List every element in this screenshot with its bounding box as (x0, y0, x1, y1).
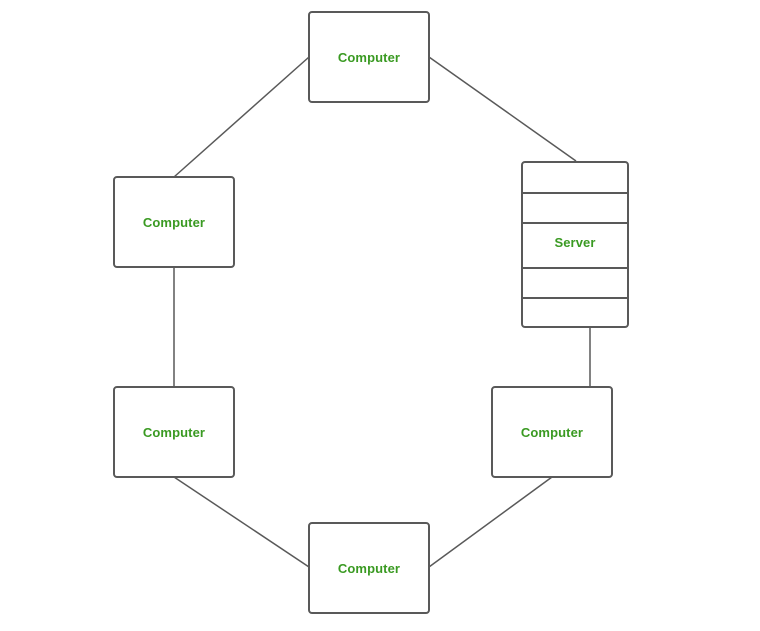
link-lower-right-to-bottom (428, 476, 553, 568)
computer-node-upper-left: Computer (113, 176, 235, 268)
server-label: Server (554, 234, 596, 250)
computer-label: Computer (337, 560, 401, 576)
server-node: Server (521, 161, 629, 328)
server-slot-divider (523, 267, 627, 269)
computer-label: Computer (337, 49, 401, 65)
computer-node-lower-right: Computer (491, 386, 613, 478)
computer-label: Computer (520, 424, 584, 440)
server-slot-divider (523, 192, 627, 194)
link-top-to-server (428, 56, 577, 162)
computer-node-top: Computer (308, 11, 430, 103)
computer-label: Computer (142, 214, 206, 230)
server-slot-divider (523, 222, 627, 224)
computer-node-bottom: Computer (308, 522, 430, 614)
computer-label: Computer (142, 424, 206, 440)
link-top-to-upper-left (173, 56, 310, 178)
server-slot-divider (523, 297, 627, 299)
link-lower-left-to-bottom (173, 476, 310, 568)
computer-node-lower-left: Computer (113, 386, 235, 478)
